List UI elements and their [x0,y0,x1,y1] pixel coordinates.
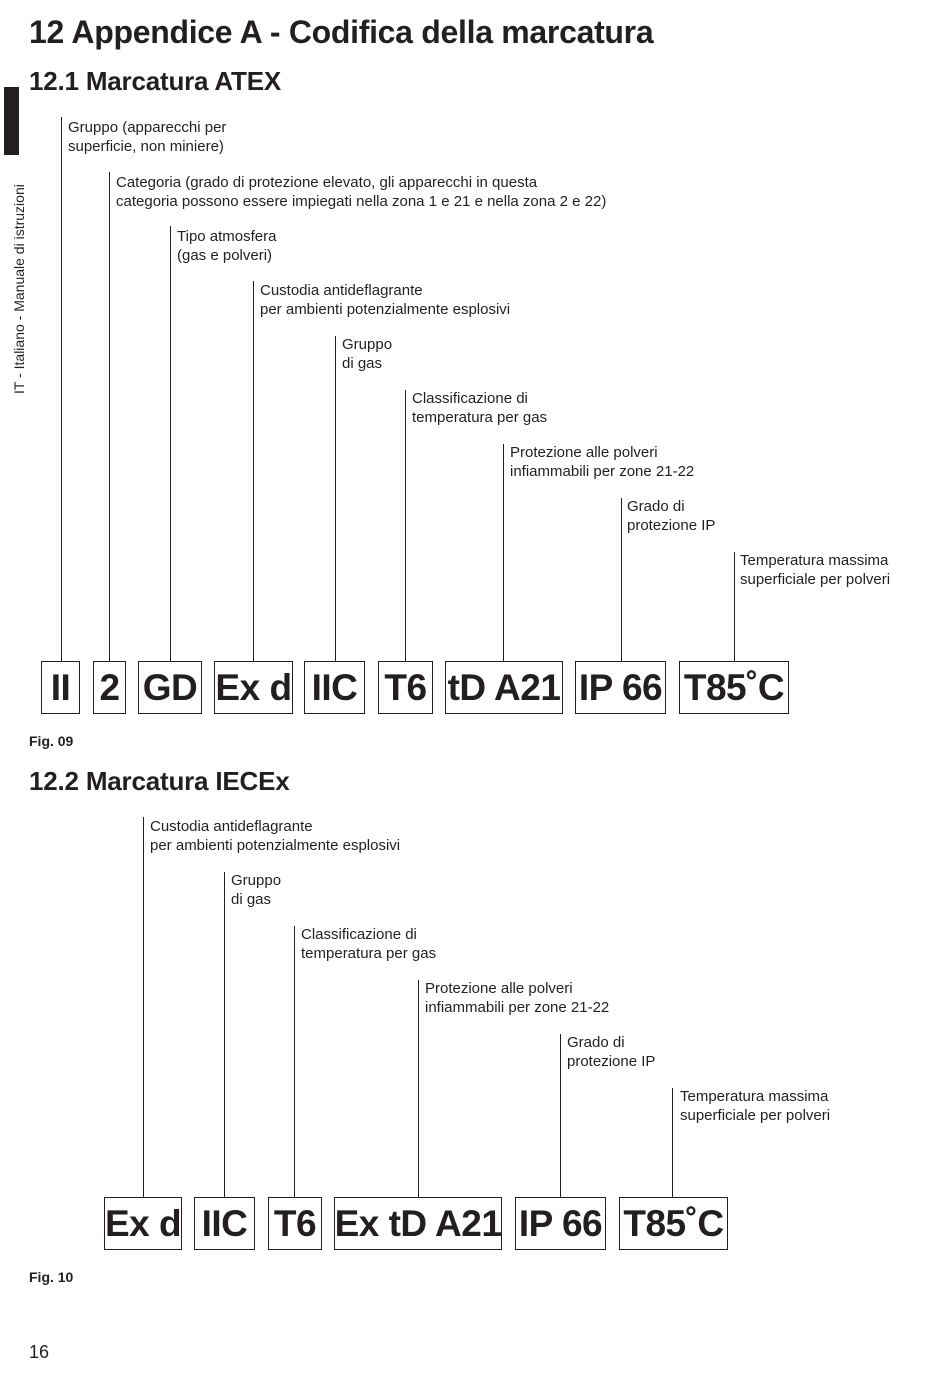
iecex-leader-line [418,980,419,1197]
iecex-code-box: Ex d [104,1197,182,1250]
atex-leader-line [109,172,110,661]
iecex-leader-line [294,926,295,1197]
atex-label-tipo-atmosfera: Tipo atmosfera(gas e polveri) [177,228,277,264]
atex-code-box: IIC [304,661,365,714]
iecex-code-box: IIC [194,1197,255,1250]
atex-leader-line [253,281,254,661]
atex-code-box: 2 [93,661,126,714]
atex-code-box: GD [138,661,202,714]
atex-leader-line [734,552,735,661]
iecex-code-box: Ex tD A21 [334,1197,502,1250]
iecex-leader-line [672,1088,673,1197]
page-number: 16 [29,1342,50,1362]
iecex-leader-line [224,872,225,1197]
figure-label-09: Fig. 09 [29,733,74,749]
atex-leader-line [61,117,62,661]
atex-code-box: Ex d [214,661,293,714]
section-title-atex: 12.1 Marcatura ATEX [29,66,281,96]
figure-label-10: Fig. 10 [29,1269,74,1285]
atex-code-box: tD A21 [445,661,563,714]
atex-leader-line [170,226,171,661]
atex-code-box: T6 [378,661,433,714]
iecex-code-box: IP 66 [515,1197,606,1250]
iecex-code-box: T6 [268,1197,322,1250]
iecex-code-box: T85˚C [619,1197,728,1250]
side-label: IT - Italiano - Manuale di istruzioni [11,184,27,394]
atex-code-box: T85˚C [679,661,789,714]
iecex-leader-line [560,1034,561,1197]
section-title-iecex: 12.2 Marcatura IECEx [29,766,290,796]
atex-leader-line [335,336,336,661]
atex-leader-line [405,390,406,661]
atex-label-categoria: Categoria (grado di protezione elevato, … [116,174,607,210]
atex-code-box: IP 66 [575,661,666,714]
chapter-title: 12 Appendice A - Codifica della marcatur… [29,14,654,50]
iecex-leader-line [143,817,144,1197]
atex-leader-line [503,444,504,661]
atex-code-box: II [41,661,80,714]
side-tab-marker [4,87,19,155]
atex-leader-line [621,498,622,661]
